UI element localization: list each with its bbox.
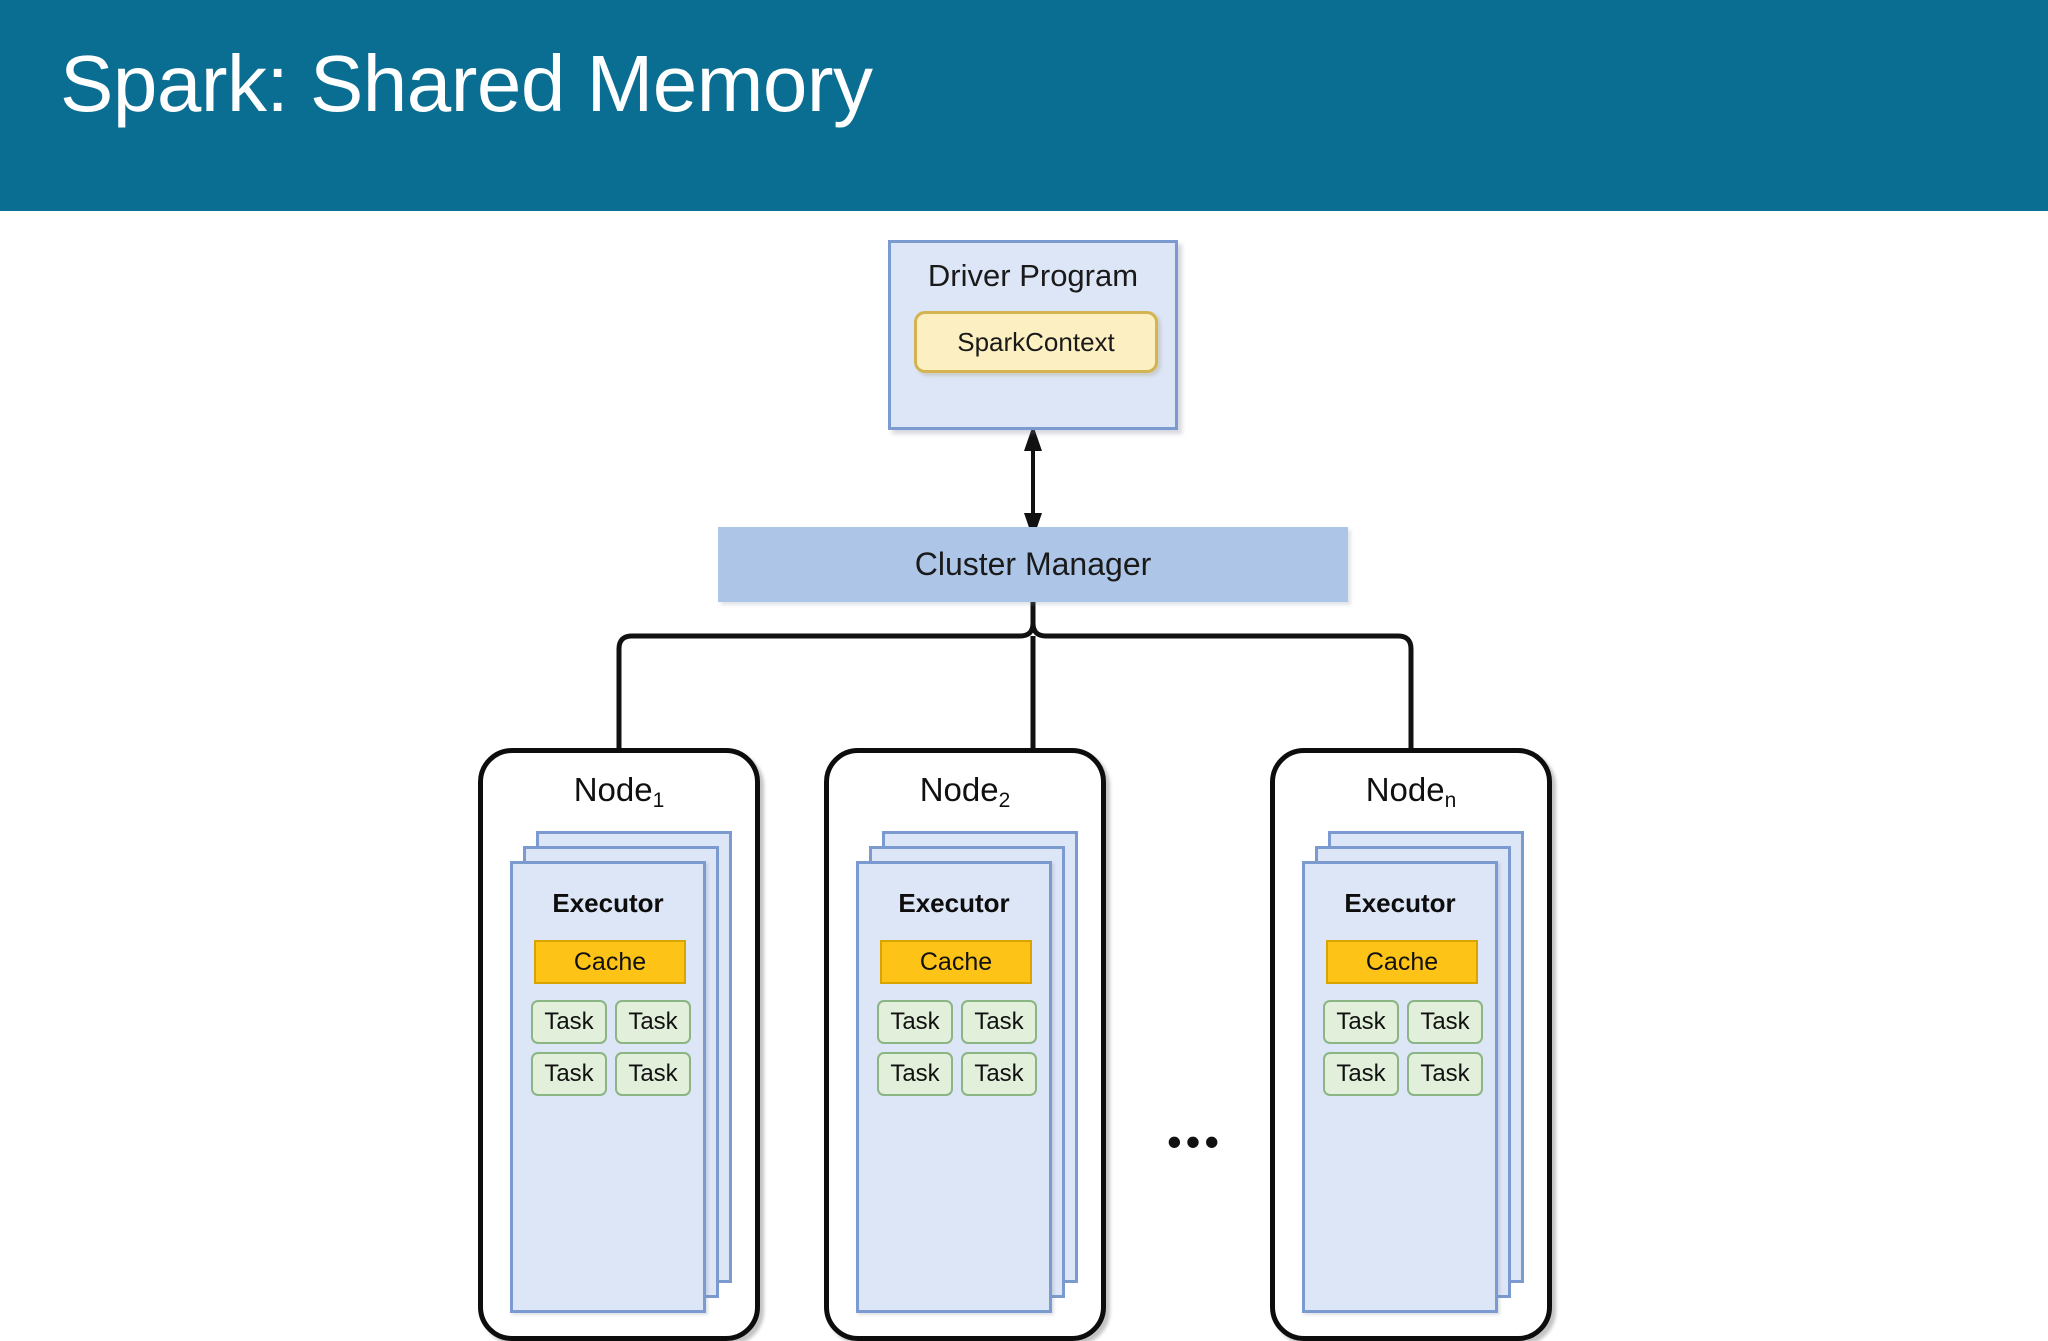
task-box[interactable]: Task	[877, 1052, 953, 1096]
task-label: Task	[628, 1060, 678, 1087]
spark-context-label: SparkContext	[957, 326, 1115, 357]
driver-program-label: Driver Program	[927, 258, 1139, 293]
slide-header-band: Spark: Shared Memory	[0, 0, 2048, 211]
task-box[interactable]: Task	[615, 1000, 691, 1044]
executor-label-1: Executor	[552, 888, 664, 918]
cluster-manager-box[interactable]: Cluster Manager	[718, 527, 1348, 602]
node-subscript-n: n	[1444, 789, 1457, 812]
executor-label-2: Executor	[898, 888, 1010, 918]
driver-manager-arrow	[1024, 425, 1042, 539]
task-box[interactable]: Task	[1323, 1000, 1399, 1044]
task-label: Task	[544, 1060, 594, 1087]
node-label-n: Noden	[1275, 771, 1547, 812]
page-title: Spark: Shared Memory	[60, 39, 873, 128]
task-label: Task	[890, 1008, 940, 1035]
node-name-2: Node	[919, 771, 999, 808]
task-box[interactable]: Task	[961, 1000, 1037, 1044]
node-label-1: Node1	[483, 771, 755, 812]
cache-box-1[interactable]: Cache	[534, 940, 686, 984]
executor-stack-2: Executor Cache Task Task Task Task	[856, 831, 1081, 1313]
task-box[interactable]: Task	[531, 1000, 607, 1044]
executor-stack-1: Executor Cache Task Task Task Task	[510, 831, 735, 1313]
node-box-1[interactable]: Node1 Executor Cache Task Task Ta	[478, 748, 760, 1341]
executor-card-front-2[interactable]: Executor Cache Task Task Task Task	[856, 861, 1052, 1313]
executor-card-front-1[interactable]: Executor Cache Task Task Task Task	[510, 861, 706, 1313]
task-grid-2: Task Task Task Task	[877, 1000, 1037, 1096]
task-box[interactable]: Task	[1407, 1052, 1483, 1096]
task-grid-n: Task Task Task Task	[1323, 1000, 1483, 1096]
task-label: Task	[544, 1008, 594, 1035]
node-box-n[interactable]: Noden Executor Cache Task Task Ta	[1270, 748, 1552, 1341]
cache-label-2: Cache	[919, 947, 993, 976]
node-name-n: Node	[1365, 771, 1445, 808]
manager-node-tree	[616, 602, 1414, 748]
task-label: Task	[628, 1008, 678, 1035]
executor-card-front-n[interactable]: Executor Cache Task Task Task Task	[1302, 861, 1498, 1313]
task-box[interactable]: Task	[1407, 1000, 1483, 1044]
task-box[interactable]: Task	[615, 1052, 691, 1096]
cache-label-1: Cache	[573, 947, 647, 976]
task-label: Task	[1336, 1060, 1386, 1087]
task-box[interactable]: Task	[1323, 1052, 1399, 1096]
task-box[interactable]: Task	[877, 1000, 953, 1044]
task-label: Task	[1336, 1008, 1386, 1035]
task-box[interactable]: Task	[961, 1052, 1037, 1096]
driver-program-box[interactable]: Driver Program SparkContext	[888, 240, 1178, 430]
cluster-manager-label: Cluster Manager	[914, 546, 1152, 582]
node-label-2: Node2	[829, 771, 1101, 812]
task-box[interactable]: Task	[531, 1052, 607, 1096]
spark-context-box[interactable]: SparkContext	[914, 311, 1158, 373]
task-label: Task	[1420, 1060, 1470, 1087]
cache-box-2[interactable]: Cache	[880, 940, 1032, 984]
cache-label-n: Cache	[1365, 947, 1439, 976]
task-label: Task	[974, 1008, 1024, 1035]
cache-box-n[interactable]: Cache	[1326, 940, 1478, 984]
node-subscript-1: 1	[652, 789, 665, 812]
task-label: Task	[974, 1060, 1024, 1087]
node-name-1: Node	[573, 771, 653, 808]
node-ellipsis: •••	[1166, 1118, 1224, 1165]
task-label: Task	[1420, 1008, 1470, 1035]
executor-label-n: Executor	[1344, 888, 1456, 918]
executor-stack-n: Executor Cache Task Task Task Task	[1302, 831, 1527, 1313]
node-subscript-2: 2	[998, 789, 1011, 812]
task-grid-1: Task Task Task Task	[531, 1000, 691, 1096]
task-label: Task	[890, 1060, 940, 1087]
node-box-2[interactable]: Node2 Executor Cache Task Task Ta	[824, 748, 1106, 1341]
spark-architecture-diagram: Driver Program SparkContext Cluster Mana…	[0, 211, 2048, 1341]
